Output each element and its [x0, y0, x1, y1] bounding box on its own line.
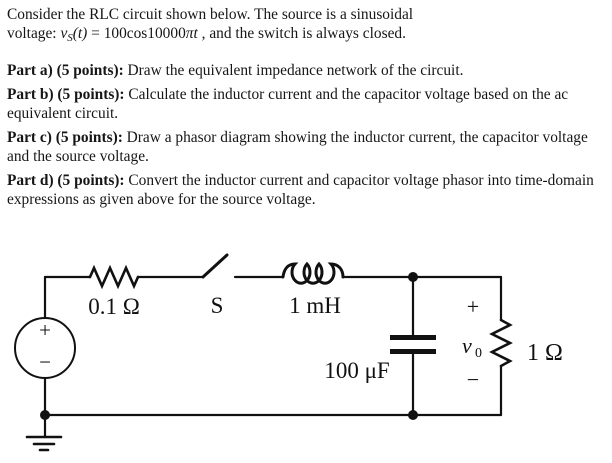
node-dot-top — [408, 272, 418, 282]
node-dot-bottom — [408, 410, 418, 420]
part-c-label: Part c) (5 points): — [7, 129, 123, 146]
part-b-line-2: equivalent circuit. — [7, 105, 119, 122]
intro-line-2-pre: voltage: — [7, 25, 61, 42]
part-a-paragraph: Part a) (5 points): Draw the equivalent … — [7, 61, 612, 80]
part-c-paragraph: Part c) (5 points): Draw a phasor diagra… — [7, 128, 612, 166]
inductor-label: 1 mH — [289, 293, 341, 318]
part-b-paragraph: Part b) (5 points): Calculate the induct… — [7, 85, 612, 123]
part-d-label: Part d) (5 points): — [7, 172, 125, 189]
part-b-label: Part b) (5 points): — [7, 86, 125, 103]
source-voltage-symbol: v — [60, 25, 68, 42]
intro-line-2-mid: = 100cos10000 — [87, 25, 186, 42]
problem-statement: Consider the RLC circuit shown below. Th… — [7, 5, 612, 214]
part-a-line-1: Part a) (5 points): Draw the equivalent … — [7, 61, 612, 80]
intro-line-2: voltage: vS(t) = 100cos10000πt , and the… — [7, 24, 612, 48]
part-c-line-1: Part c) (5 points): Draw a phasor diagra… — [7, 128, 612, 147]
switch-label: S — [211, 293, 224, 318]
series-resistor-zigzag — [88, 264, 140, 290]
switch-blade — [201, 253, 229, 279]
series-resistor-label: 0.1 Ω — [88, 294, 140, 319]
node-dot-ground — [40, 410, 50, 420]
load-resistor-zigzag — [489, 318, 513, 368]
intro-line-2-post: , and the switch is always closed. — [197, 25, 406, 42]
output-voltage-symbol: v — [462, 333, 472, 358]
inductor-coil — [281, 261, 345, 285]
part-a-text: Draw the equivalent impedance network of… — [123, 62, 464, 79]
time-argument: (t) — [72, 25, 88, 42]
part-c-line-2: and the source voltage. — [7, 148, 149, 165]
capacitor-plate-top — [390, 335, 436, 340]
capacitor-label: 100 μF — [324, 358, 389, 383]
part-b-line-1: Part b) (5 points): Calculate the induct… — [7, 85, 612, 104]
source-voltage-subscript: S — [67, 32, 73, 44]
intro-paragraph: Consider the RLC circuit shown below. Th… — [7, 5, 612, 48]
source-plus-sign: + — [39, 318, 51, 342]
source-minus-sign: − — [39, 350, 51, 374]
capacitor-plate-bottom — [390, 349, 436, 354]
part-d-line-2: expressions as given above for the sourc… — [7, 191, 316, 208]
output-plus-sign: + — [467, 294, 479, 319]
pi-t-term: πt — [185, 25, 198, 42]
part-d-text: Convert the inductor current and capacit… — [124, 172, 594, 189]
part-c-text: Draw a phasor diagram showing the induct… — [122, 129, 588, 146]
part-d-line-1: Part d) (5 points): Convert the inductor… — [7, 171, 612, 190]
part-b-text: Calculate the inductor current and the c… — [124, 86, 569, 103]
output-voltage-subscript: 0 — [475, 346, 482, 361]
part-a-label: Part a) (5 points): — [7, 62, 124, 79]
output-minus-sign: − — [467, 367, 479, 392]
part-d-paragraph: Part d) (5 points): Convert the inductor… — [7, 171, 612, 209]
intro-line-1: Consider the RLC circuit shown below. Th… — [7, 6, 414, 23]
load-resistor-label: 1 Ω — [527, 340, 563, 366]
